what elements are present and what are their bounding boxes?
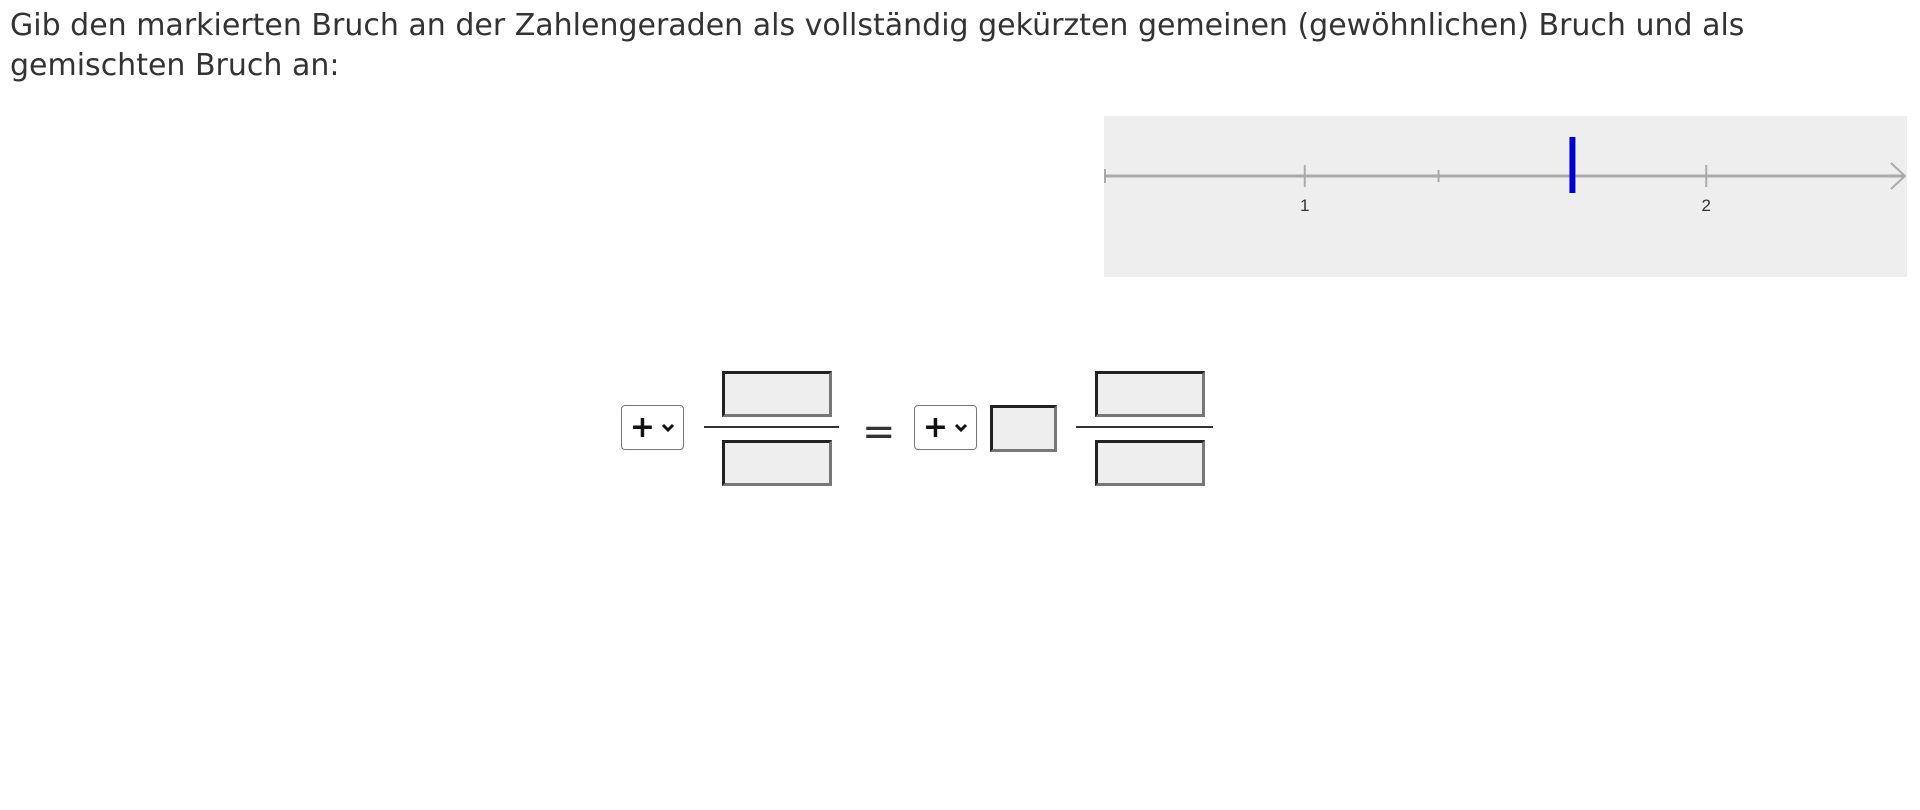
mixed-denominator-input[interactable]: [1095, 440, 1205, 486]
mixed-denominator-field[interactable]: [1098, 443, 1202, 483]
improper-fraction-bar: [704, 426, 839, 428]
mixed-whole-field[interactable]: [993, 408, 1054, 449]
arrow-right-icon: [1890, 162, 1907, 190]
number-line-tick-label: 2: [1702, 196, 1711, 215]
mixed-numerator-input[interactable]: [1095, 371, 1205, 417]
marked-position-marker: [1569, 137, 1576, 193]
mixed-sign-select[interactable]: +: [914, 405, 977, 450]
improper-sign-select[interactable]: +: [621, 405, 684, 450]
improper-numerator-input[interactable]: [722, 371, 832, 417]
mixed-fraction-bar: [1076, 426, 1213, 428]
improper-denominator-field[interactable]: [725, 443, 829, 483]
mixed-sign-value: +: [922, 409, 949, 445]
chevron-down-icon: [955, 423, 968, 432]
improper-sign-value: +: [629, 409, 656, 445]
equals-sign: =: [862, 409, 896, 455]
chevron-down-icon: [662, 423, 675, 432]
mixed-whole-input[interactable]: [990, 405, 1057, 452]
task-prompt: Gib den markierten Bruch an der Zahlenge…: [10, 8, 1745, 83]
number-line-tick-label: 1: [1300, 196, 1309, 215]
improper-numerator-field[interactable]: [725, 374, 829, 414]
mixed-numerator-field[interactable]: [1098, 374, 1202, 414]
improper-denominator-input[interactable]: [722, 440, 832, 486]
